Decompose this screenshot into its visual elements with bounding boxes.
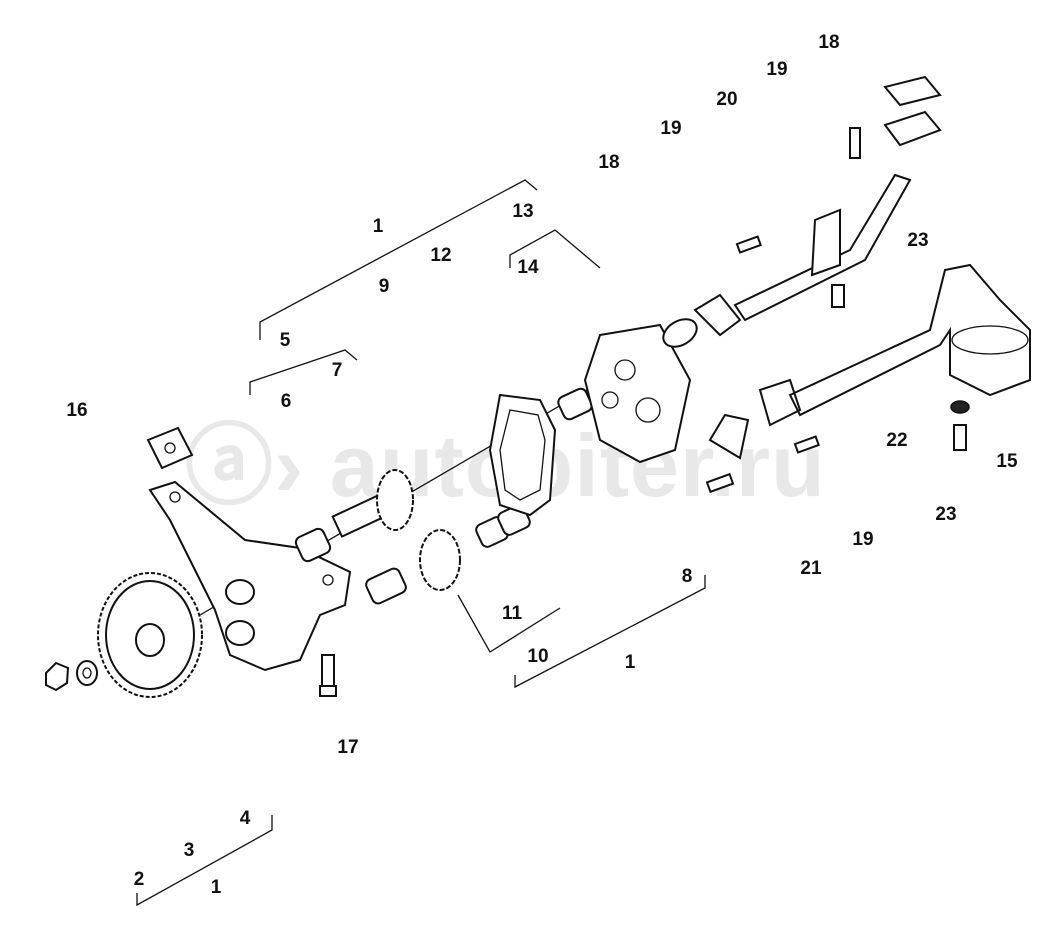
gasket-12: [488, 393, 557, 517]
bolt-23-low: [953, 424, 967, 451]
callout-12: 12: [430, 245, 452, 266]
bracket-13: [509, 229, 601, 269]
callout-21: 21: [800, 558, 822, 579]
callout-22: 22: [886, 430, 908, 451]
callout-9: 9: [378, 276, 390, 297]
bolt-23-top: [831, 284, 845, 308]
callout-4: 4: [239, 808, 251, 829]
pump-body-5: [148, 480, 352, 672]
idler-gear-10: [419, 529, 461, 591]
callout-5: 5: [279, 330, 291, 351]
flange-20: [883, 110, 942, 147]
bolt-19-low: [793, 435, 820, 454]
callout-15: 15: [996, 451, 1018, 472]
gasket-18: [662, 318, 698, 348]
callout-19: 19: [852, 529, 874, 550]
gasket-16: [146, 426, 194, 470]
callout-1: 1: [624, 652, 636, 673]
callout-11: 11: [501, 603, 523, 624]
callout-17: 17: [337, 737, 359, 758]
nut-2: [45, 661, 70, 692]
callout-23: 23: [935, 504, 957, 525]
bolt-19-mid: [735, 235, 762, 254]
bracket-10: [457, 594, 561, 653]
bracket-1-bottom: [136, 815, 273, 907]
washer-22: [950, 400, 970, 414]
bracket-1-top: [259, 179, 538, 340]
delivery-pipe-20: [693, 173, 912, 337]
bolt-8: [705, 472, 735, 494]
callout-14: 14: [517, 257, 539, 278]
callout-16: 16: [66, 400, 88, 421]
callout-8: 8: [681, 566, 693, 587]
callout-18: 18: [598, 152, 620, 173]
suction-pipe-15: [758, 263, 1031, 427]
gasket-21: [708, 413, 750, 460]
bolt-19-top: [849, 127, 861, 159]
callout-20: 20: [716, 89, 738, 110]
callout-19: 19: [660, 118, 682, 139]
bracket-5: [249, 349, 358, 395]
callout-19: 19: [766, 59, 788, 80]
callout-23: 23: [907, 230, 929, 251]
callout-1: 1: [210, 877, 222, 898]
callout-3: 3: [183, 840, 195, 861]
callout-10: 10: [527, 646, 549, 667]
callout-2: 2: [133, 869, 145, 890]
pin-7: [365, 567, 407, 605]
callout-13: 13: [512, 201, 534, 222]
shaft-gear-9: [331, 469, 414, 538]
bracket-1-mid: [514, 575, 706, 689]
drive-gear-4: [97, 572, 203, 698]
gasket-18-top: [883, 75, 942, 107]
callout-6: 6: [280, 391, 292, 412]
callout-18: 18: [818, 32, 840, 53]
bushing-6: [294, 527, 332, 563]
callout-7: 7: [331, 360, 343, 381]
callout-1: 1: [372, 216, 384, 237]
washer-3: [76, 660, 98, 686]
